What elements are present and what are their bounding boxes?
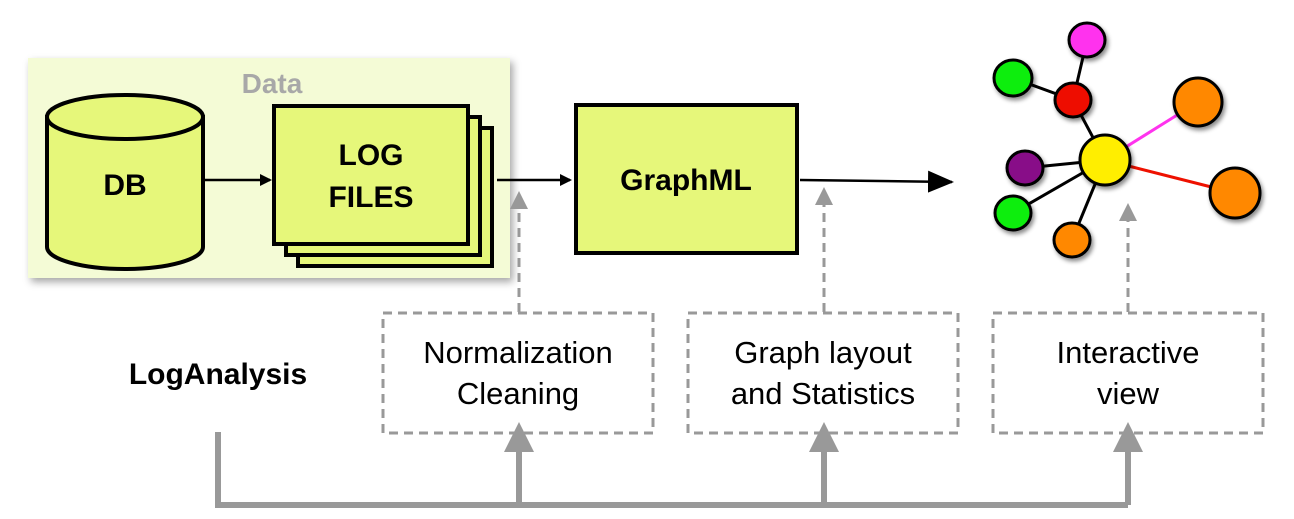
db-cylinder-body — [45, 115, 205, 271]
graph-node-green-bottom — [993, 194, 1033, 232]
step-label-line2: Cleaning — [457, 376, 579, 411]
step-box-layout-frame — [686, 311, 960, 435]
graph-node-magenta — [1067, 21, 1107, 59]
log-files-page-front — [272, 104, 470, 246]
log-files-stack: LOG FILES — [272, 104, 494, 268]
log-files-label-line2: FILES — [328, 181, 413, 214]
log-files-label-line1: LOG — [339, 139, 404, 172]
step-label-line1: Graph layout — [734, 335, 912, 370]
graphml-box-rect — [574, 103, 799, 255]
graphml-box: GraphML — [574, 103, 799, 255]
graphml-label: GraphML — [620, 164, 752, 197]
db-label: DB — [103, 169, 146, 202]
step-label-line2: view — [1097, 376, 1160, 411]
db-cylinder: DB — [45, 93, 205, 271]
graph-node-purple — [1005, 149, 1045, 187]
graphml-to-graph-arrow — [799, 170, 954, 193]
feedback-connector-line — [215, 432, 1128, 508]
data-group-label: Data — [242, 68, 303, 99]
step-label-line1: Normalization — [423, 335, 613, 370]
graph-network — [992, 21, 1262, 259]
step-label-line1: Interactive — [1056, 335, 1199, 370]
graph-node-center — [1078, 133, 1132, 187]
step-label-line2: and Statistics — [731, 376, 915, 411]
graph-node-green-top — [992, 58, 1034, 98]
step-box-view: Interactive view — [991, 311, 1265, 435]
step-box-layout: Graph layout and Statistics — [686, 311, 960, 435]
loganalysis-label: LogAnalysis — [129, 358, 307, 391]
graph-node-orange-small — [1052, 221, 1092, 259]
dashed-arrows — [510, 187, 1137, 312]
step-box-view-frame — [991, 311, 1265, 435]
graph-node-red — [1053, 81, 1093, 119]
graph-node-orange-right — [1208, 166, 1262, 220]
step-box-normalization-frame — [381, 311, 655, 435]
graph-node-orange-top-right — [1172, 76, 1224, 128]
step-box-normalization: Normalization Cleaning — [381, 311, 655, 435]
feedback-connector — [215, 422, 1143, 508]
db-cylinder-top — [45, 93, 205, 141]
